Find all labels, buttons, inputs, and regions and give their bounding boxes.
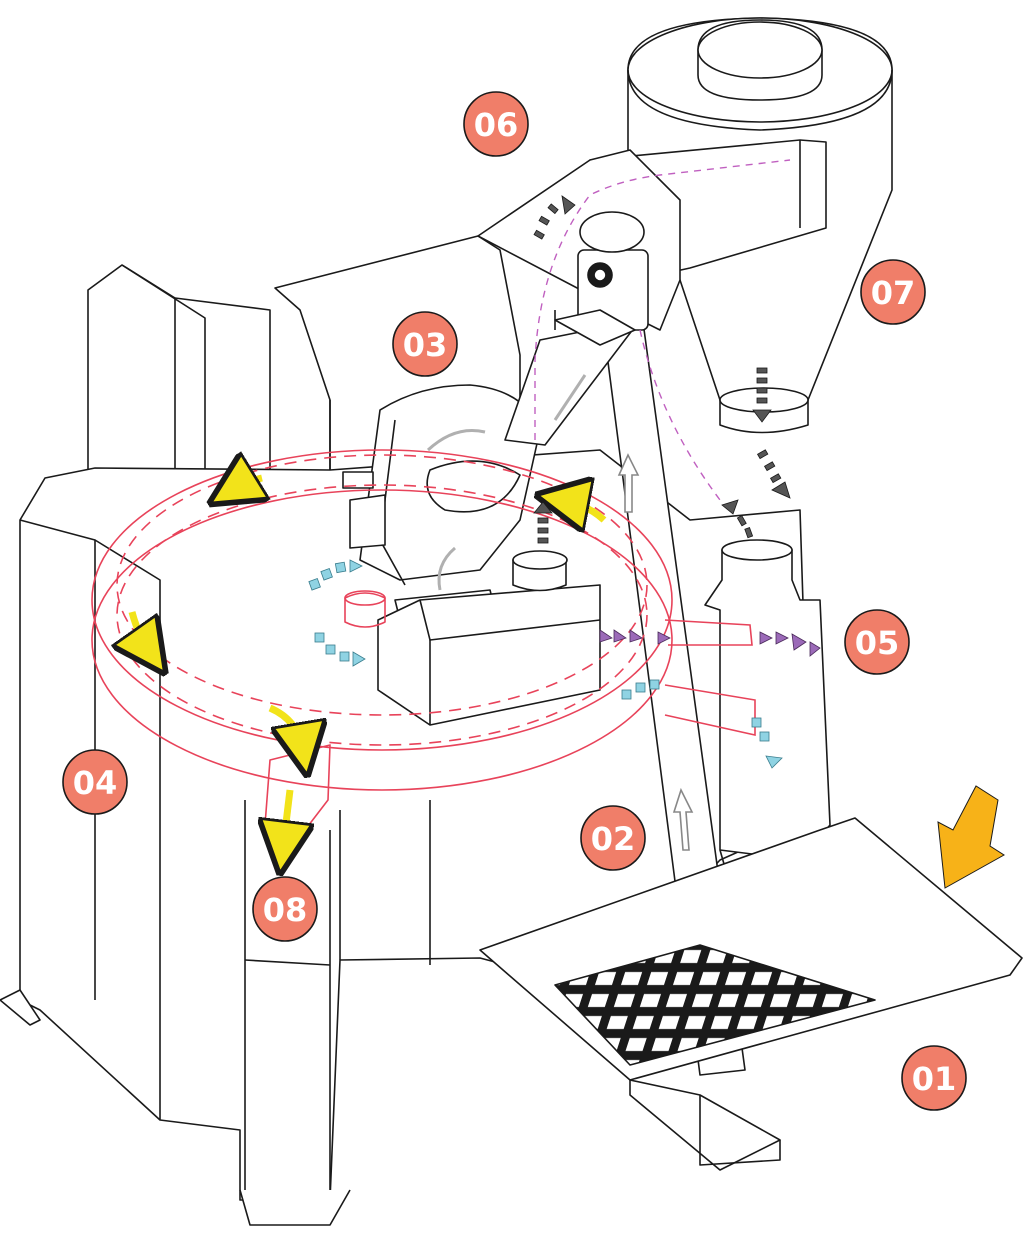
callout-04: 04 bbox=[62, 749, 128, 815]
yellow-arrow bbox=[232, 478, 262, 490]
callout-circle bbox=[844, 609, 910, 675]
side-chute bbox=[704, 544, 831, 861]
callout-05: 05 bbox=[844, 609, 910, 675]
separation-ring bbox=[91, 449, 756, 791]
machine-outline bbox=[0, 17, 1023, 1226]
callout-label: 07 bbox=[871, 274, 916, 312]
red-cylinder bbox=[344, 592, 386, 628]
intake-hopper bbox=[479, 817, 1023, 1171]
callout-circle bbox=[860, 259, 926, 325]
left-column bbox=[87, 264, 176, 491]
air-path bbox=[534, 159, 791, 501]
callout-label: 04 bbox=[73, 764, 118, 802]
callout-label: 06 bbox=[474, 106, 519, 144]
callout-label: 05 bbox=[855, 624, 900, 662]
callout-03: 03 bbox=[392, 311, 458, 377]
grey-arrow bbox=[617, 453, 640, 513]
callout-07: 07 bbox=[860, 259, 926, 325]
callout-label: 02 bbox=[591, 820, 636, 858]
callout-label: 08 bbox=[263, 891, 308, 929]
yellow-arrow bbox=[562, 500, 607, 520]
callout-circle bbox=[392, 311, 458, 377]
callout-label: 01 bbox=[912, 1060, 957, 1098]
grey-arrow bbox=[672, 787, 694, 851]
callout-circle bbox=[580, 805, 646, 871]
motor-assembly bbox=[554, 211, 649, 346]
callout-circle bbox=[901, 1045, 967, 1111]
yellow-arrow bbox=[268, 704, 303, 750]
callout-06: 06 bbox=[463, 91, 529, 157]
callout-circle bbox=[62, 749, 128, 815]
callout-circle bbox=[252, 876, 318, 942]
callout-circle bbox=[463, 91, 529, 157]
callout-02: 02 bbox=[580, 805, 646, 871]
yellow-arrow bbox=[283, 789, 290, 848]
flow-arrows bbox=[132, 195, 1005, 889]
yellow-arrow bbox=[132, 611, 150, 652]
callout-08: 08 bbox=[252, 876, 318, 942]
callout-label: 03 bbox=[403, 326, 448, 364]
callout-01: 01 bbox=[901, 1045, 967, 1111]
input-arrow-icon bbox=[937, 785, 1005, 889]
